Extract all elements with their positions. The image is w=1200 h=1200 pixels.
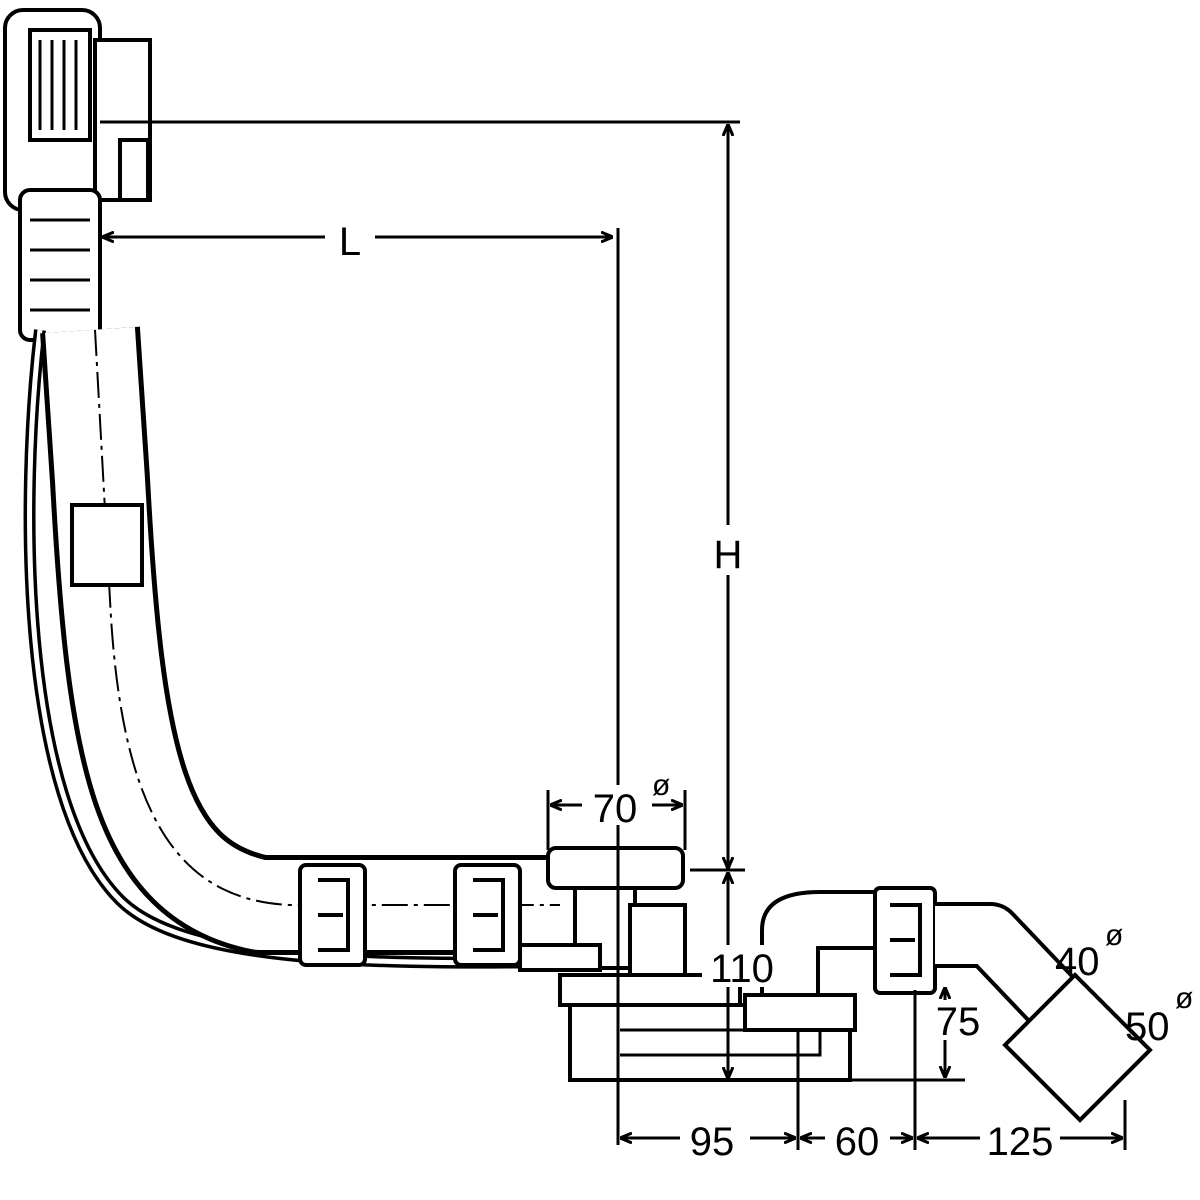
elbow-height-label: 75 xyxy=(936,1000,981,1044)
diameter-symbol: ø xyxy=(652,769,670,802)
offset-95-label: 95 xyxy=(690,1120,735,1164)
height-label: H xyxy=(714,533,743,577)
outlet-elbow xyxy=(743,886,1153,1123)
offset-60-label: 60 xyxy=(835,1120,880,1164)
small-pipe-diameter-label: 40 xyxy=(1055,940,1100,984)
diameter-symbol-40: ø xyxy=(1105,919,1123,952)
trap-height-label: 110 xyxy=(710,947,774,991)
length-label: L xyxy=(339,220,361,264)
overflow-head xyxy=(3,8,152,342)
outlet-diameter-label: 70 xyxy=(593,787,638,831)
overflow-pipe xyxy=(40,326,560,955)
offset-125-label: 125 xyxy=(987,1120,1054,1164)
union-nuts xyxy=(298,863,522,967)
large-pipe-diameter-label: 50 xyxy=(1125,1005,1170,1049)
diameter-symbol-50: ø xyxy=(1175,982,1193,1015)
